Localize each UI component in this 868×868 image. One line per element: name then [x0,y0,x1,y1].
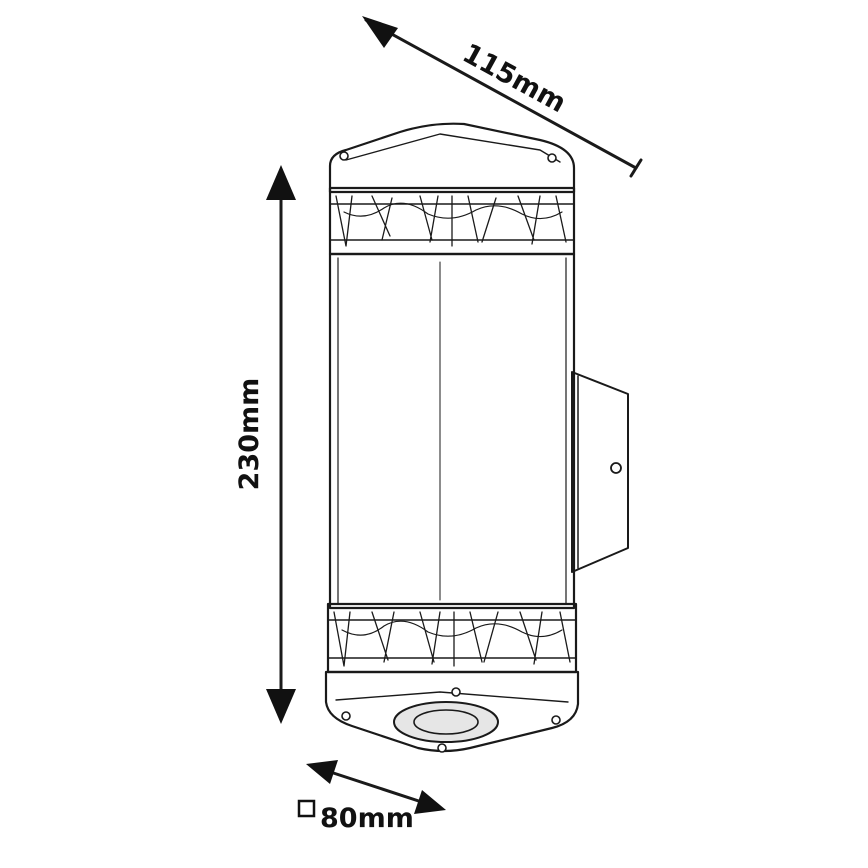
top-screw-right-icon [547,153,557,163]
bottom-screw-right-icon [551,715,561,725]
bottom-screw-back-icon [451,687,461,697]
square-symbol-icon [297,799,316,818]
width-arrowhead [362,16,398,48]
base-arrowhead-left [306,760,338,784]
height-arrowhead-bottom [266,689,296,724]
height-arrowhead-top [266,165,296,200]
height-label: 230mm [234,378,265,491]
width-end-tick [629,158,643,178]
bottom-screw-left-icon [341,711,351,721]
width-dimension: 115mm [362,16,643,178]
bottom-glass-band [326,602,578,674]
bottom-screw-front-icon [437,743,447,753]
base-label: 80mm [320,803,414,834]
main-housing [328,252,576,610]
base-dimension: 80mm [297,760,446,834]
base-arrowhead-right [414,790,446,814]
top-cap [328,122,576,194]
wall-bracket [571,371,629,573]
lamp-body [324,122,580,753]
bottom-lens-icon [393,701,499,743]
bottom-cap [324,670,580,753]
bracket-screw-icon [610,462,622,474]
width-dimension-line [364,18,638,170]
top-screw-left-icon [339,151,349,161]
height-dimension: 230mm [234,165,296,724]
